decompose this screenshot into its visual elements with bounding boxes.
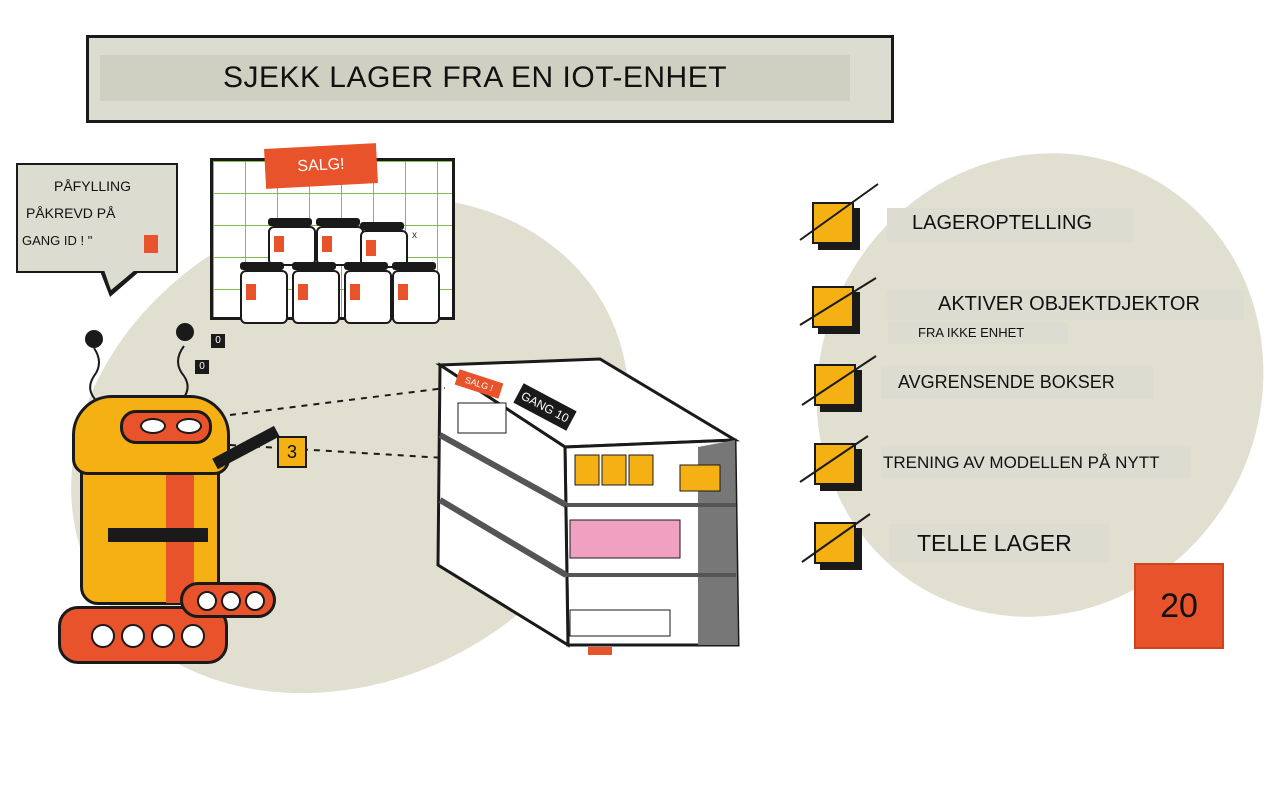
checkbox-icon bbox=[812, 286, 854, 328]
shelf-unit-illustration bbox=[435, 357, 741, 655]
jar bbox=[344, 262, 392, 324]
checklist-item-bg bbox=[881, 446, 1191, 478]
checklist-item-3: AVGRENSENDE BOKSER bbox=[898, 372, 1115, 392]
robot-eye-left bbox=[140, 418, 166, 434]
sale-sign: SALG! bbox=[264, 143, 378, 189]
checklist-item-5: TELLE LAGER bbox=[917, 530, 1072, 556]
checklist-item-bg bbox=[886, 290, 1244, 320]
bubble-line-1: PÅFYLLING bbox=[54, 178, 132, 194]
wheel-icon bbox=[197, 591, 217, 611]
jar bbox=[292, 262, 340, 324]
sensor-lines bbox=[229, 387, 446, 459]
speech-bubble: PÅFYLLING PÅKREVD PÅ GANG ID ! " bbox=[16, 163, 178, 273]
jar bbox=[268, 218, 316, 266]
wheel-icon bbox=[181, 624, 205, 648]
checkbox-icon bbox=[812, 202, 854, 244]
title-banner-inner bbox=[100, 55, 850, 101]
checklist-item-2-sub: FRA IKKE ENHET bbox=[918, 325, 1025, 340]
antenna-ball-left bbox=[85, 330, 103, 348]
counter-badge: 0 bbox=[195, 360, 209, 374]
wheel-icon bbox=[91, 624, 115, 648]
bubble-line-3: GANG ID ! " bbox=[22, 233, 93, 248]
checkbox-icon bbox=[814, 364, 856, 406]
checklist-item-bg bbox=[881, 366, 1153, 399]
antenna-ball-right bbox=[176, 323, 194, 341]
jar bbox=[240, 262, 288, 324]
jar bbox=[392, 262, 440, 324]
alert-icon bbox=[144, 235, 158, 253]
checklist-item-bg bbox=[887, 208, 1133, 242]
counter-badge: 0 bbox=[211, 334, 225, 348]
checklist-subitem-bg bbox=[888, 322, 1068, 344]
page-number: 20 bbox=[1134, 563, 1224, 649]
wheel-icon bbox=[221, 591, 241, 611]
checkbox-slashes bbox=[799, 183, 879, 563]
wheel-icon bbox=[151, 624, 175, 648]
wheel-icon bbox=[121, 624, 145, 648]
checklist-item-bg bbox=[889, 524, 1109, 562]
robot-belt bbox=[108, 528, 208, 542]
speech-bubble-tail-fill bbox=[104, 270, 135, 290]
page-title: SJEKK LAGER FRA EN IOT-ENHET bbox=[222, 61, 728, 94]
jar bbox=[316, 218, 364, 266]
robot-number-tag: 3 bbox=[277, 436, 307, 468]
robot-eye-right bbox=[176, 418, 202, 434]
wheel-icon bbox=[245, 591, 265, 611]
checklist-item-4: TRENING AV MODELLEN PÅ NYTT bbox=[883, 453, 1160, 472]
checklist-item-2: AKTIVER OBJEKTDJEKTOR bbox=[938, 293, 1200, 315]
shelf-x-mark: x bbox=[412, 230, 417, 241]
checklist-item-1: LAGEROPTELLING bbox=[912, 212, 1093, 234]
robot-tread-back bbox=[180, 582, 276, 618]
bubble-line-2: PÅKREVD PÅ bbox=[26, 205, 116, 221]
